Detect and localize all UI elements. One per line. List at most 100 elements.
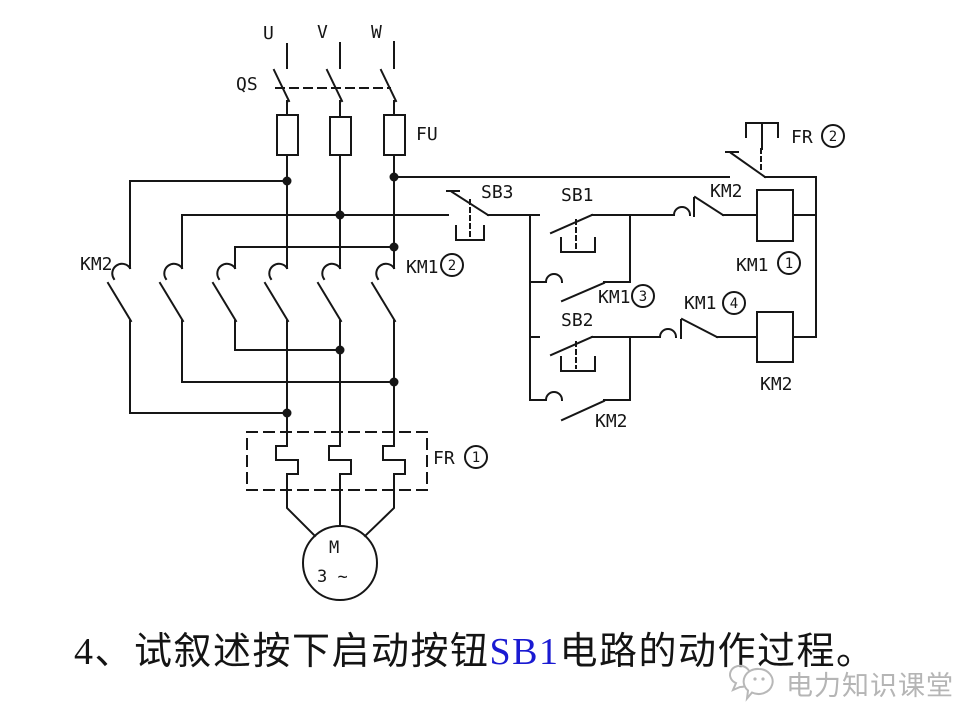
junction-dot	[335, 210, 345, 220]
button-cap	[455, 225, 485, 241]
contact-blade	[549, 213, 594, 235]
coil-body	[756, 311, 794, 363]
contact-arc	[658, 328, 678, 339]
contact-blade	[316, 281, 343, 323]
button-cap	[560, 356, 596, 372]
qs-blade	[325, 68, 344, 103]
stop-button-sb3	[446, 190, 490, 241]
start-button-sb1	[549, 213, 596, 253]
km1-main-ref-number: 2	[448, 258, 456, 274]
fr-dashed-box	[246, 431, 428, 491]
wire	[487, 214, 540, 401]
fr2-label: FR	[791, 127, 813, 148]
junction-dot	[389, 242, 399, 252]
wire	[286, 320, 395, 447]
phase-v-label: V	[317, 22, 328, 43]
circuit-diagram: U V W QS FU FR 2 SB3 SB1 KM2 KM1 1 KM1 3…	[80, 22, 845, 601]
motor-letter: M	[329, 538, 339, 558]
fu-label: FU	[416, 124, 438, 145]
wire	[181, 214, 449, 269]
wire	[286, 100, 395, 118]
chat-bubbles-icon	[729, 664, 774, 702]
ref-number-circles	[440, 124, 845, 469]
wire	[129, 320, 288, 414]
contact-blade	[729, 151, 767, 179]
junction-dot	[335, 345, 345, 355]
contact-blade	[106, 281, 133, 323]
motor-m	[302, 525, 378, 601]
km1-coil	[756, 189, 794, 242]
incoming-phase-lines	[286, 41, 395, 69]
km1-main-label: KM1	[406, 257, 439, 278]
button-cap	[560, 237, 596, 253]
fuses-fu	[276, 114, 406, 156]
wire	[286, 489, 317, 538]
km1-selfhold-contact	[529, 273, 631, 303]
fr1-ref-number: 1	[472, 450, 480, 466]
wire	[591, 336, 661, 401]
phase-w-label: W	[371, 22, 382, 43]
km1-coil-ref-number: 1	[785, 256, 793, 272]
km1-interlock-ref-number: 4	[730, 296, 738, 312]
junction-dot	[282, 408, 292, 418]
qs-label: QS	[236, 74, 258, 95]
contact-blade	[693, 195, 725, 217]
junction-dot	[282, 176, 292, 186]
junction-dot	[389, 172, 399, 182]
contact-arc	[111, 262, 132, 281]
contact-arc	[321, 262, 342, 281]
watermark: 电力知识课堂	[728, 658, 954, 708]
contact-arc	[375, 262, 396, 281]
wire	[234, 246, 395, 269]
km2-coil-label: KM2	[760, 374, 793, 395]
heater-element	[275, 445, 299, 491]
contact-arc	[268, 262, 289, 281]
qs-blade	[379, 68, 398, 103]
fuse-body	[276, 114, 299, 156]
km1-main-contacts	[263, 262, 397, 323]
junction-dot	[389, 377, 399, 387]
fr1-label: FR	[433, 448, 455, 469]
fr-release-symbol	[745, 122, 779, 150]
contact-arc	[544, 391, 564, 402]
qs-blade	[272, 68, 291, 103]
km2-selfhold-label: KM2	[595, 411, 628, 432]
wire	[363, 489, 395, 538]
sb3-label: SB3	[481, 182, 514, 203]
km2-main-contacts	[106, 262, 238, 323]
km1-selfhold-label: KM1	[598, 287, 631, 308]
heater-element	[382, 445, 406, 491]
question-caption: 4、试叙述按下启动按钮SB1电路的动作过程。	[74, 620, 934, 675]
contact-arc	[216, 262, 237, 281]
bubble-right	[742, 667, 774, 702]
contact-blade	[370, 281, 397, 323]
contact-blade	[549, 335, 594, 357]
qs-disconnect-switch	[272, 68, 398, 118]
caption-tail: 电路的动作过程。	[559, 631, 876, 673]
fr-trip-contact	[725, 122, 779, 179]
km1-coil-label: KM1	[736, 255, 769, 276]
contact-arc	[544, 273, 564, 284]
heater-element	[328, 445, 352, 491]
wire	[764, 176, 817, 338]
wire	[129, 180, 288, 269]
caption-highlight-sb1: SB1	[489, 631, 560, 673]
contact-blade	[211, 281, 238, 323]
wire	[286, 41, 395, 69]
motor-phases-label: 3 ~	[317, 567, 348, 587]
bubble-eye	[761, 677, 765, 681]
sb2-label: SB2	[561, 310, 594, 331]
contact-blade	[263, 281, 290, 323]
contact-blade	[560, 399, 606, 422]
km1-selfhold-ref-number: 3	[639, 289, 647, 305]
km2-main-label: KM2	[80, 254, 113, 275]
km2-selfhold-contact	[529, 391, 631, 422]
km1-interlock-contact	[658, 317, 758, 339]
wire	[591, 214, 675, 283]
km2-interlock-label: KM2	[710, 181, 743, 202]
contact-blade	[680, 317, 719, 339]
phase-u-label: U	[263, 23, 274, 44]
km1-interlock-label: KM1	[684, 293, 717, 314]
fr2-ref-number: 2	[829, 129, 837, 145]
